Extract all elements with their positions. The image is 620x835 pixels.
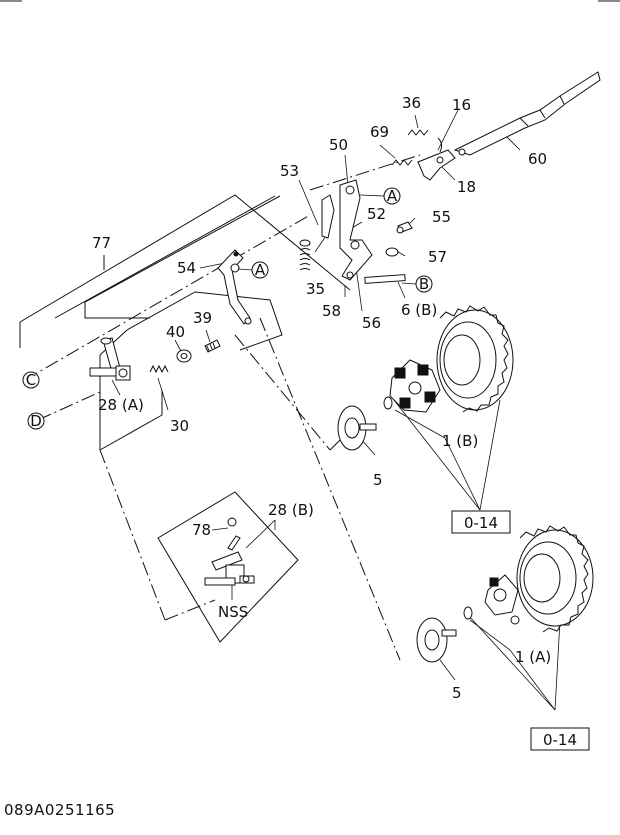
coupling-1b — [389, 359, 441, 413]
axis-d — [37, 391, 101, 421]
gear-top — [436, 305, 514, 413]
label-57: 57 — [428, 248, 447, 266]
label-5-top: 5 — [373, 471, 383, 489]
lever-18 — [417, 137, 456, 181]
label-5-bottom: 5 — [452, 684, 462, 702]
axis-top — [309, 154, 421, 191]
axis-5-top — [234, 334, 331, 451]
label-39: 39 — [193, 309, 212, 327]
label-56: 56 — [362, 314, 381, 332]
rod-60 — [453, 71, 601, 156]
label-78: 78 — [192, 521, 211, 539]
lever-28b — [204, 517, 255, 586]
label-35: 35 — [306, 280, 325, 298]
label-55: 55 — [432, 208, 451, 226]
leader-lines — [103, 109, 561, 711]
axis-c — [24, 214, 311, 381]
label-28b: 28 (B) — [268, 501, 314, 519]
disc-5-bottom — [416, 617, 457, 663]
washer-top — [383, 396, 393, 410]
spring-35 — [299, 239, 311, 271]
ref-box-top: 0-14 — [451, 510, 511, 534]
axis-link — [329, 439, 341, 451]
lever-54 — [217, 249, 252, 325]
spring-69 — [391, 159, 413, 166]
part-55 — [396, 221, 413, 234]
svg-text:B: B — [419, 275, 429, 293]
part-57 — [385, 247, 399, 257]
marker-a-2: A — [237, 261, 269, 279]
lever-28a — [89, 337, 131, 381]
frame-28b — [99, 449, 299, 643]
svg-text:C: C — [26, 371, 36, 389]
marker-b-1: B — [401, 275, 433, 293]
label-16: 16 — [452, 96, 471, 114]
coupling-1a — [484, 574, 520, 625]
spring-36 — [407, 129, 429, 136]
svg-text:0-14: 0-14 — [543, 731, 577, 749]
ref-box-bottom: 0-14 — [530, 727, 590, 751]
pin-6b — [364, 274, 406, 284]
label-54: 54 — [177, 259, 196, 277]
part-labels: 77 54 40 39 30 28 (A) 28 (B) 78 NSS 53 3… — [92, 94, 551, 702]
svg-text:A: A — [387, 187, 398, 205]
svg-text:D: D — [30, 412, 42, 430]
label-77: 77 — [92, 234, 111, 252]
marker-a-1: A — [359, 187, 401, 205]
bolt-39 — [204, 339, 221, 353]
label-69: 69 — [370, 123, 389, 141]
spring-30 — [149, 364, 169, 374]
disc-5-top — [337, 405, 377, 451]
label-30: 30 — [170, 417, 189, 435]
label-6b: 6 (B) — [401, 301, 437, 319]
label-60: 60 — [528, 150, 547, 168]
label-28a: 28 (A) — [98, 396, 144, 414]
gear-bottom — [516, 525, 594, 633]
label-1b: 1 (B) — [442, 432, 478, 450]
label-40: 40 — [166, 323, 185, 341]
nut-40 — [176, 349, 192, 363]
axis-5-bottom — [259, 317, 401, 661]
svg-text:A: A — [255, 261, 266, 279]
label-52: 52 — [367, 205, 386, 223]
label-53: 53 — [280, 162, 299, 180]
label-1a: 1 (A) — [515, 648, 551, 666]
label-58: 58 — [322, 302, 341, 320]
label-nss: NSS — [218, 603, 248, 621]
lever-50 — [321, 179, 373, 281]
washer-bottom — [463, 606, 473, 620]
frame-77 — [19, 194, 351, 451]
marker-c: C — [22, 371, 40, 389]
drawing-code: 089A0251165 — [4, 801, 115, 819]
label-18: 18 — [457, 178, 476, 196]
marker-d: D — [27, 412, 45, 430]
label-36: 36 — [402, 94, 421, 112]
svg-text:0-14: 0-14 — [464, 514, 498, 532]
label-50: 50 — [329, 136, 348, 154]
